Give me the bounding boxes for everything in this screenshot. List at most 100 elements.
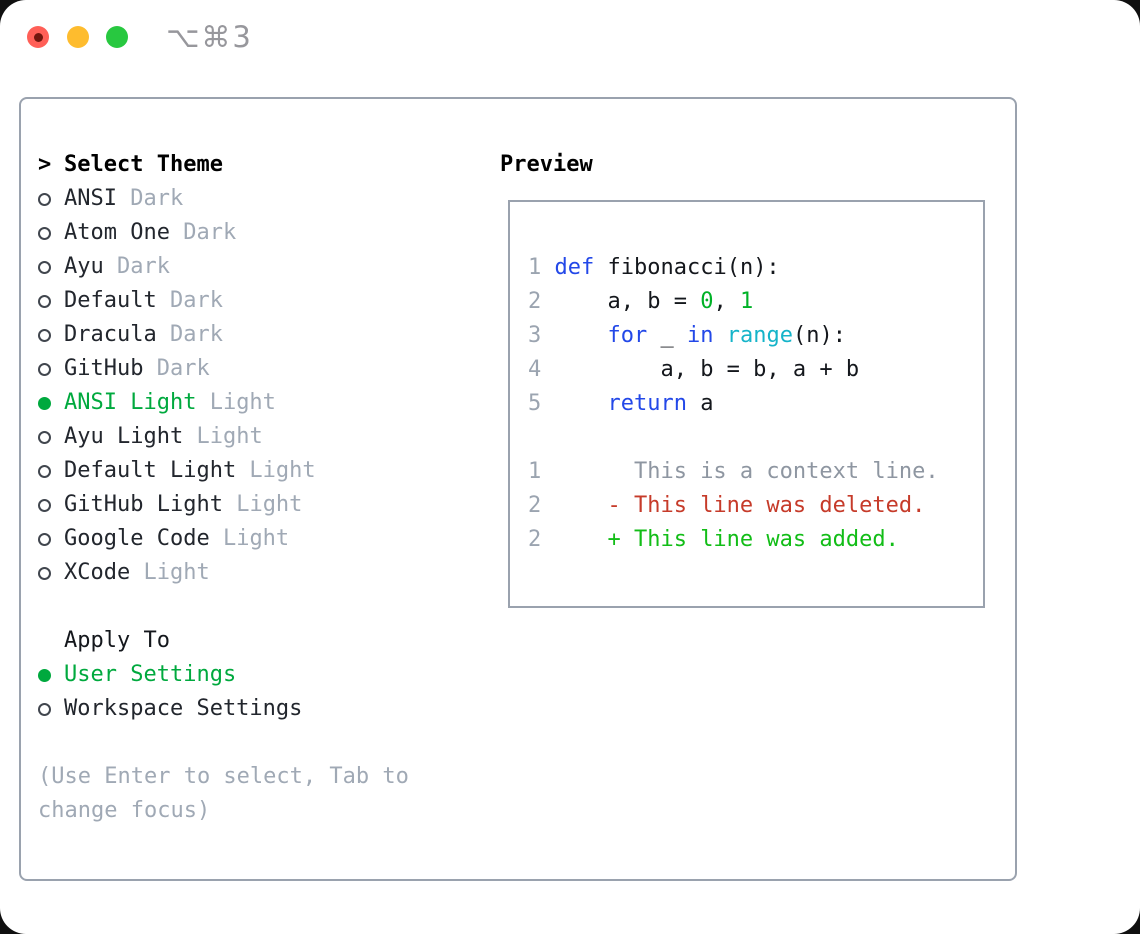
radio-slot <box>38 284 64 318</box>
radio-slot <box>38 318 64 352</box>
apply-to-header: Apply To <box>38 624 409 658</box>
code-line <box>528 421 939 455</box>
close-dot-icon <box>33 32 43 42</box>
line-number: 2 <box>528 493 542 518</box>
theme-option-ansi-light[interactable]: ANSI Light Light <box>38 386 409 420</box>
radio-icon <box>38 260 51 274</box>
code-segment-kw: def <box>554 255 595 280</box>
radio-slot <box>38 216 64 250</box>
apply-option-label: Workspace Settings <box>64 696 303 721</box>
theme-variant: Dark <box>116 186 184 211</box>
theme-name: XCode <box>64 560 131 585</box>
theme-option-default-light[interactable]: Default Light Light <box>38 454 409 488</box>
radio-slot <box>38 522 64 556</box>
theme-option-ayu[interactable]: Ayu Dark <box>38 250 409 284</box>
code-line: 1 def fibonacci(n): <box>528 251 939 285</box>
theme-variant: Light <box>196 390 276 415</box>
radio-icon <box>38 430 51 444</box>
radio-slot <box>38 386 64 420</box>
theme-name: Dracula <box>64 322 157 347</box>
theme-variant: Light <box>236 458 316 483</box>
preview-title: Preview <box>500 152 593 177</box>
apply-option-user-settings[interactable]: User Settings <box>38 658 409 692</box>
line-number: 2 <box>528 289 542 314</box>
radio-icon <box>38 532 51 546</box>
theme-name: ANSI Light <box>64 390 197 415</box>
page-title: Select Theme <box>64 152 223 177</box>
code-segment-p: (n): <box>792 323 846 348</box>
traffic-light-zoom-button[interactable] <box>106 26 128 48</box>
line-number: 5 <box>528 391 542 416</box>
code-segment-p <box>541 391 607 416</box>
code-line: 5 return a <box>528 387 939 421</box>
theme-variant: Light <box>130 560 210 585</box>
theme-option-xcode[interactable]: XCode Light <box>38 556 409 590</box>
code-line: 2 a, b = 0, 1 <box>528 285 939 319</box>
theme-option-ansi[interactable]: ANSI Dark <box>38 182 409 216</box>
theme-option-dracula[interactable]: Dracula Dark <box>38 318 409 352</box>
hint-text: (Use Enter to select, Tab to <box>38 764 409 789</box>
code-segment-p <box>713 323 726 348</box>
theme-variant: Dark <box>103 254 170 279</box>
radio-slot <box>38 454 64 488</box>
code-segment-p <box>541 255 554 280</box>
theme-option-ayu-light[interactable]: Ayu Light Light <box>38 420 409 454</box>
code-segment-p: a <box>686 391 714 416</box>
code-segment-del: - This line was deleted. <box>541 493 926 518</box>
code-segment-g: 1 <box>739 289 754 314</box>
code-segment-g: 0 <box>700 289 714 314</box>
theme-option-github-light[interactable]: GitHub Light Light <box>38 488 409 522</box>
code-segment-ctx: This is a context line. <box>541 459 939 484</box>
code-line: 1 This is a context line. <box>528 455 939 489</box>
theme-option-github[interactable]: GitHub Dark <box>38 352 409 386</box>
code-segment-p: fibonacci(n): <box>594 255 780 280</box>
line-number: 3 <box>528 323 542 348</box>
radio-icon <box>38 464 51 478</box>
radio-icon <box>38 294 51 308</box>
radio-slot <box>38 182 64 216</box>
theme-name: Ayu <box>64 254 104 279</box>
theme-variant: Dark <box>169 220 237 245</box>
code-segment-add: + This line was added. <box>541 527 899 552</box>
radio-icon <box>38 566 51 580</box>
theme-variant: Dark <box>156 322 223 347</box>
radio-slot <box>38 352 64 386</box>
apply-option-workspace-settings[interactable]: Workspace Settings <box>38 692 409 726</box>
radio-icon <box>38 498 51 512</box>
radio-slot <box>38 692 64 726</box>
code-line: 2 - This line was deleted. <box>528 489 939 523</box>
radio-icon <box>38 226 51 240</box>
radio-slot <box>38 556 64 590</box>
code-segment-p: _ <box>647 323 687 348</box>
hint-text-line: (Use Enter to select, Tab to <box>38 760 409 794</box>
apply-option-label: User Settings <box>64 662 237 687</box>
line-number: 1 <box>528 255 542 280</box>
radio-slot <box>38 488 64 522</box>
theme-name: GitHub <box>64 356 144 381</box>
code-segment-fn: range <box>726 323 793 348</box>
theme-name: ANSI <box>64 186 117 211</box>
theme-name: Default Light <box>64 458 237 483</box>
traffic-light-minimize-button[interactable] <box>67 26 89 48</box>
line-number: 4 <box>528 357 542 382</box>
hint-text: change focus) <box>38 798 211 823</box>
theme-variant: Dark <box>143 356 210 381</box>
line-number: 2 <box>528 527 542 552</box>
theme-name: Ayu Light <box>64 424 184 449</box>
radio-icon <box>38 328 51 342</box>
window-shortcut-label: ⌥⌘3 <box>166 20 253 54</box>
radio-icon <box>38 702 51 716</box>
header-cursor-prefix: > <box>38 152 52 177</box>
theme-name: GitHub Light <box>64 492 223 517</box>
theme-option-google-code[interactable]: Google Code Light <box>38 522 409 556</box>
traffic-light-close-button[interactable] <box>27 26 49 48</box>
theme-option-default[interactable]: Default Dark <box>38 284 409 318</box>
theme-variant: Light <box>183 424 263 449</box>
radio-slot <box>38 658 64 692</box>
theme-option-atom-one[interactable]: Atom One Dark <box>38 216 409 250</box>
